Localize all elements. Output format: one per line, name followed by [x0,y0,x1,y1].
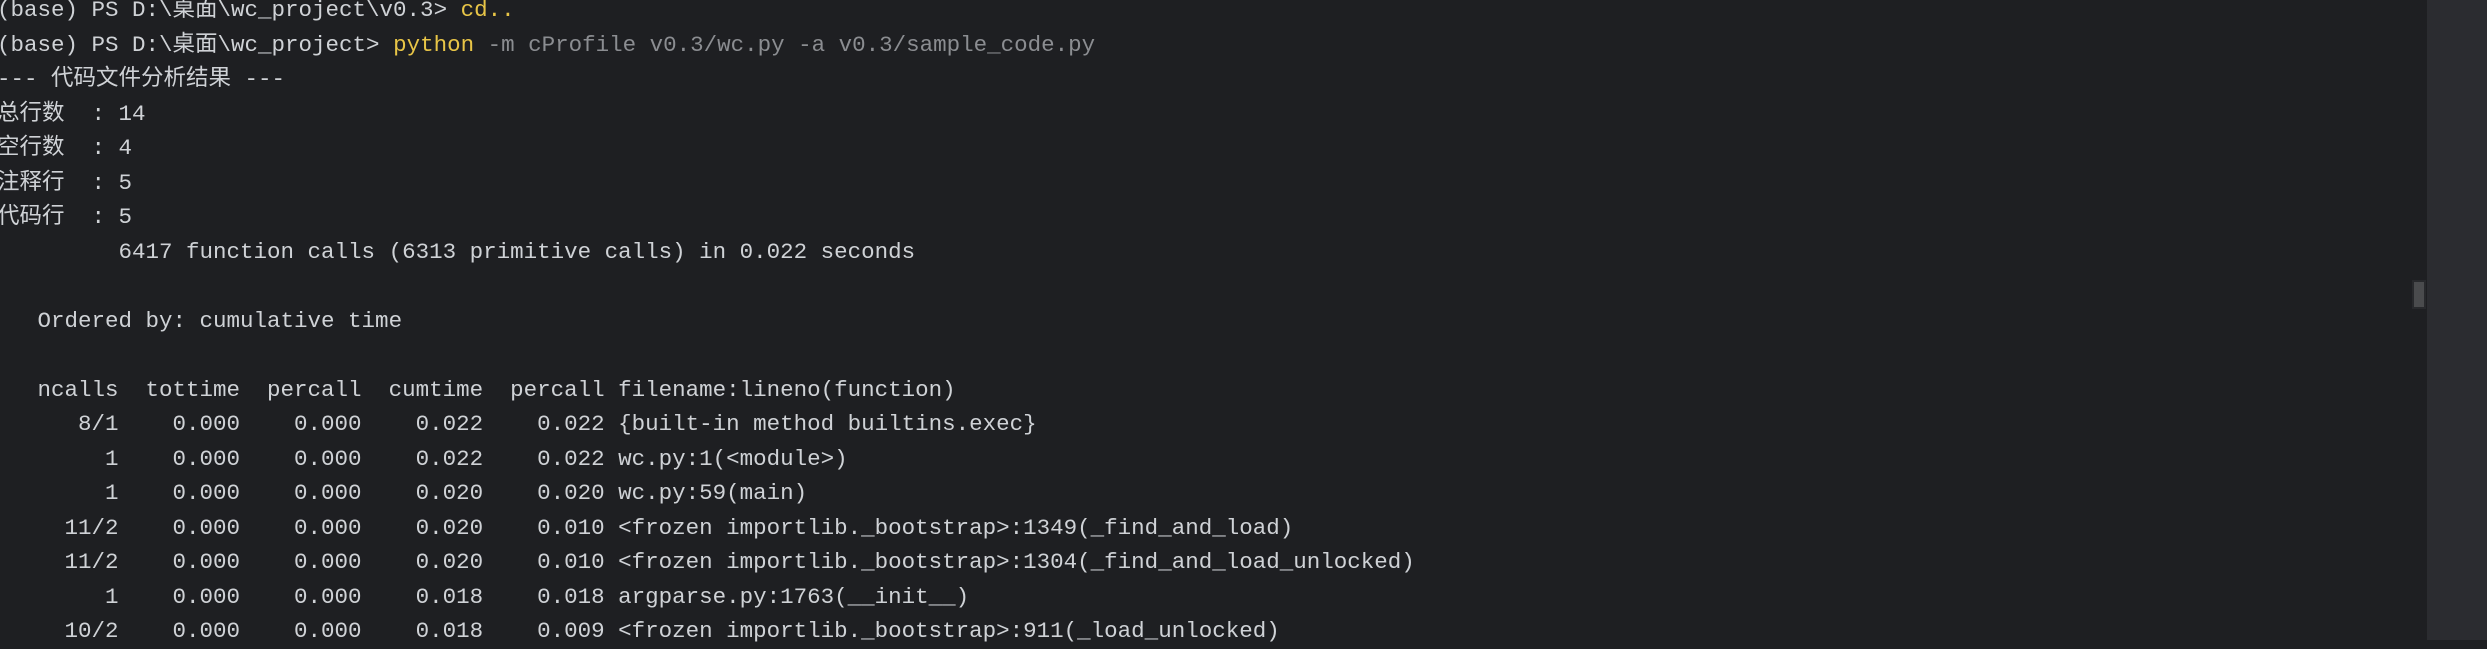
command-args: -m cProfile v0.3/wc.py -a v0.3/sample_co… [474,31,1096,58]
terminal-output[interactable]: (base) PS D:\桌面\wc_project\v0.3> cd.. (b… [0,0,2424,649]
analysis-title: --- 代码文件分析结果 --- [0,66,286,92]
stat-line: 注释行 : 5 [0,166,2424,201]
table-row: 1 0.000 0.000 0.018 0.018 argparse.py:17… [0,583,970,610]
stat-label: 注释行 [0,169,92,196]
stat-value: : 5 [91,169,133,196]
scrollbar-thumb[interactable] [2412,280,2426,309]
command: python [393,31,475,58]
prompt: (base) PS D:\桌面\wc_project\v0.3> [0,0,461,23]
prompt: (base) PS D:\桌面\wc_project> [0,31,394,58]
stat-value: : 14 [91,100,146,127]
stat-line: 空行数 : 4 [0,131,2424,166]
profile-summary: 6417 function calls (6313 primitive call… [0,238,916,265]
profile-ordered-by: Ordered by: cumulative time [0,307,403,334]
command: cd.. [460,0,515,23]
table-row: 11/2 0.000 0.000 0.020 0.010 <frozen imp… [0,549,1415,575]
prompt-line: (base) PS D:\桌面\wc_project> python -m cP… [0,28,2424,63]
stat-value: : 5 [91,204,133,230]
blank-line [0,269,2424,304]
profile-table-header: ncalls tottime percall cumtime percall f… [0,376,956,403]
stat-label: 总行数 [0,100,92,127]
blank-line [0,338,2424,373]
table-row: 10/2 0.000 0.000 0.018 0.009 <frozen imp… [0,618,1280,644]
prompt-line: (base) PS D:\桌面\wc_project\v0.3> cd.. [0,0,2424,28]
stat-line: 总行数 : 14 [0,97,2424,132]
stat-value: : 4 [91,135,133,161]
table-row: 8/1 0.000 0.000 0.022 0.022 {built-in me… [0,411,1037,437]
table-row: 1 0.000 0.000 0.020 0.020 wc.py:59(main) [0,480,808,506]
stat-line: 代码行 : 5 [0,200,2424,235]
stat-label: 代码行 [0,204,92,230]
stat-label: 空行数 [0,135,92,161]
table-row: 1 0.000 0.000 0.022 0.022 wc.py:1(<modul… [0,445,848,472]
table-row: 11/2 0.000 0.000 0.020 0.010 <frozen imp… [0,514,1294,541]
side-panel [2427,0,2487,640]
